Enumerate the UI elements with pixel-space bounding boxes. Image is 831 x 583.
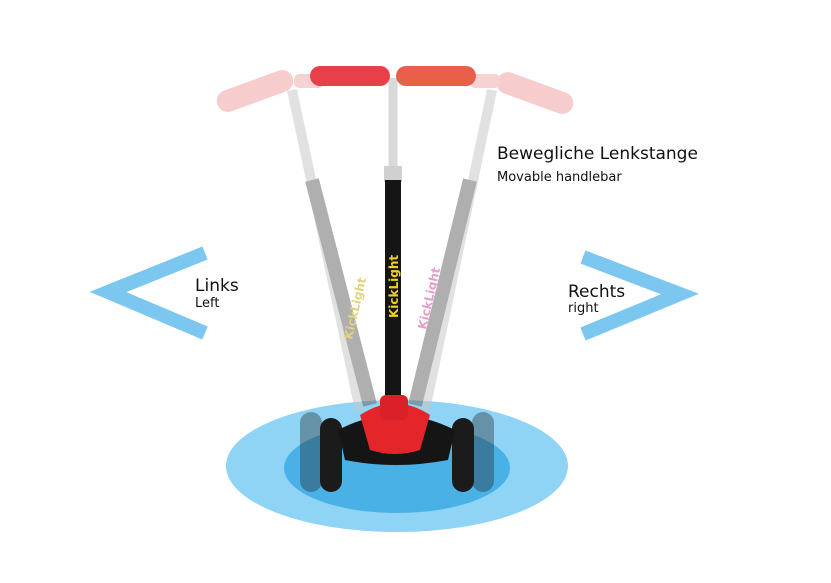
left-label-english: Left: [195, 296, 220, 311]
handlebar-tilted-left: KickLight: [216, 70, 377, 412]
handlebar-label-german: Bewegliche Lenkstange: [497, 144, 698, 164]
right-arrow-icon: [580, 250, 699, 341]
front-wheels: [300, 412, 494, 492]
handlebar-tilted-right: KickLight: [408, 72, 574, 412]
handlebar-upright: KickLight: [310, 66, 476, 395]
scooter-deck: [338, 395, 455, 465]
right-label-english: right: [568, 301, 599, 316]
left-arrow-icon: [89, 246, 208, 340]
right-label-german: Rechts: [568, 282, 626, 302]
left-label-german: Links: [195, 276, 239, 296]
svg-text:KickLight: KickLight: [387, 255, 401, 318]
handlebar-label-english: Movable handlebar: [497, 170, 622, 185]
